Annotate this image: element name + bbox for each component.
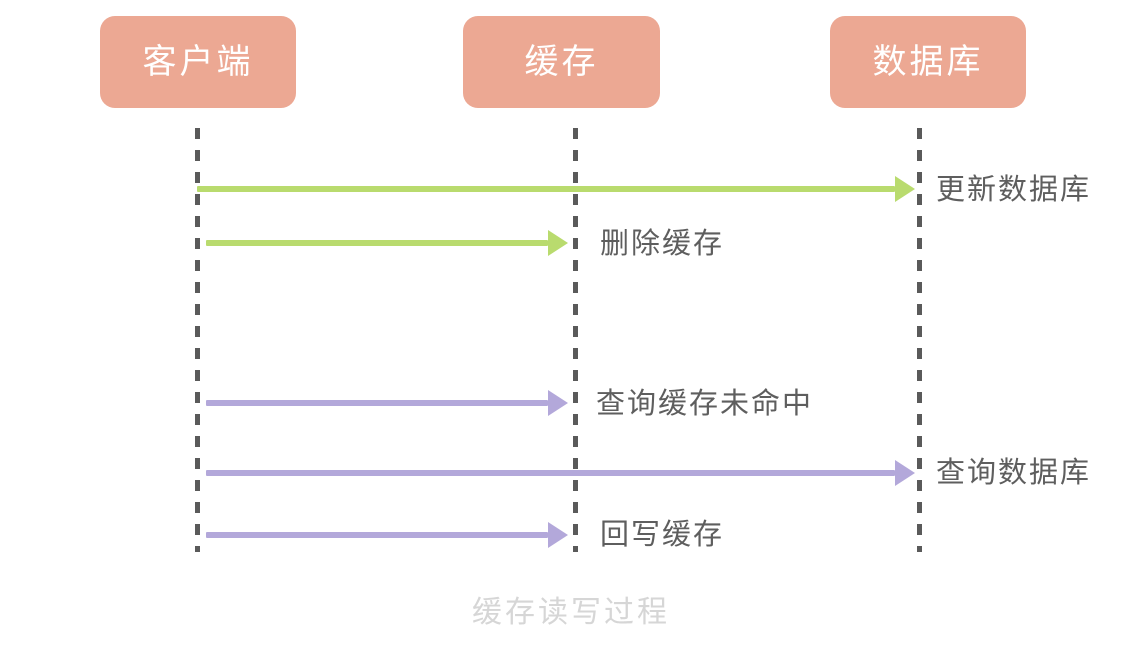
lifeline-client <box>195 128 200 552</box>
participant-box-client[interactable]: 客户端 <box>100 16 296 108</box>
arrow-head-icon <box>548 390 568 416</box>
arrow-shaft <box>206 470 895 476</box>
diagram-caption: 缓存读写过程 <box>472 596 670 629</box>
lifeline-cache <box>573 128 578 552</box>
arrow-shaft <box>206 532 548 538</box>
arrow-shaft <box>206 240 548 246</box>
message-label-update-database: 更新数据库 <box>936 174 1092 206</box>
arrow-shaft <box>206 400 548 406</box>
message-label-query-cache-miss: 查询缓存未命中 <box>596 388 814 420</box>
message-arrow-query-database <box>206 460 915 486</box>
message-arrow-delete-cache <box>206 230 568 256</box>
arrow-shaft <box>197 186 895 192</box>
arrow-head-icon <box>895 176 915 202</box>
participant-box-database[interactable]: 数据库 <box>830 16 1026 108</box>
participant-label-client: 客户端 <box>142 43 254 81</box>
arrow-head-icon <box>548 230 568 256</box>
message-arrow-update-database <box>197 176 915 202</box>
message-arrow-write-back-cache <box>206 522 568 548</box>
message-label-query-database: 查询数据库 <box>936 457 1092 489</box>
message-label-write-back-cache: 回写缓存 <box>600 519 725 551</box>
arrow-head-icon <box>548 522 568 548</box>
arrow-head-icon <box>895 460 915 486</box>
message-label-delete-cache: 删除缓存 <box>600 228 725 260</box>
participant-label-cache: 缓存 <box>524 43 599 81</box>
message-arrow-query-cache-miss <box>206 390 568 416</box>
participant-box-cache[interactable]: 缓存 <box>463 16 660 108</box>
participant-label-database: 数据库 <box>872 43 984 81</box>
lifeline-database <box>917 128 922 552</box>
